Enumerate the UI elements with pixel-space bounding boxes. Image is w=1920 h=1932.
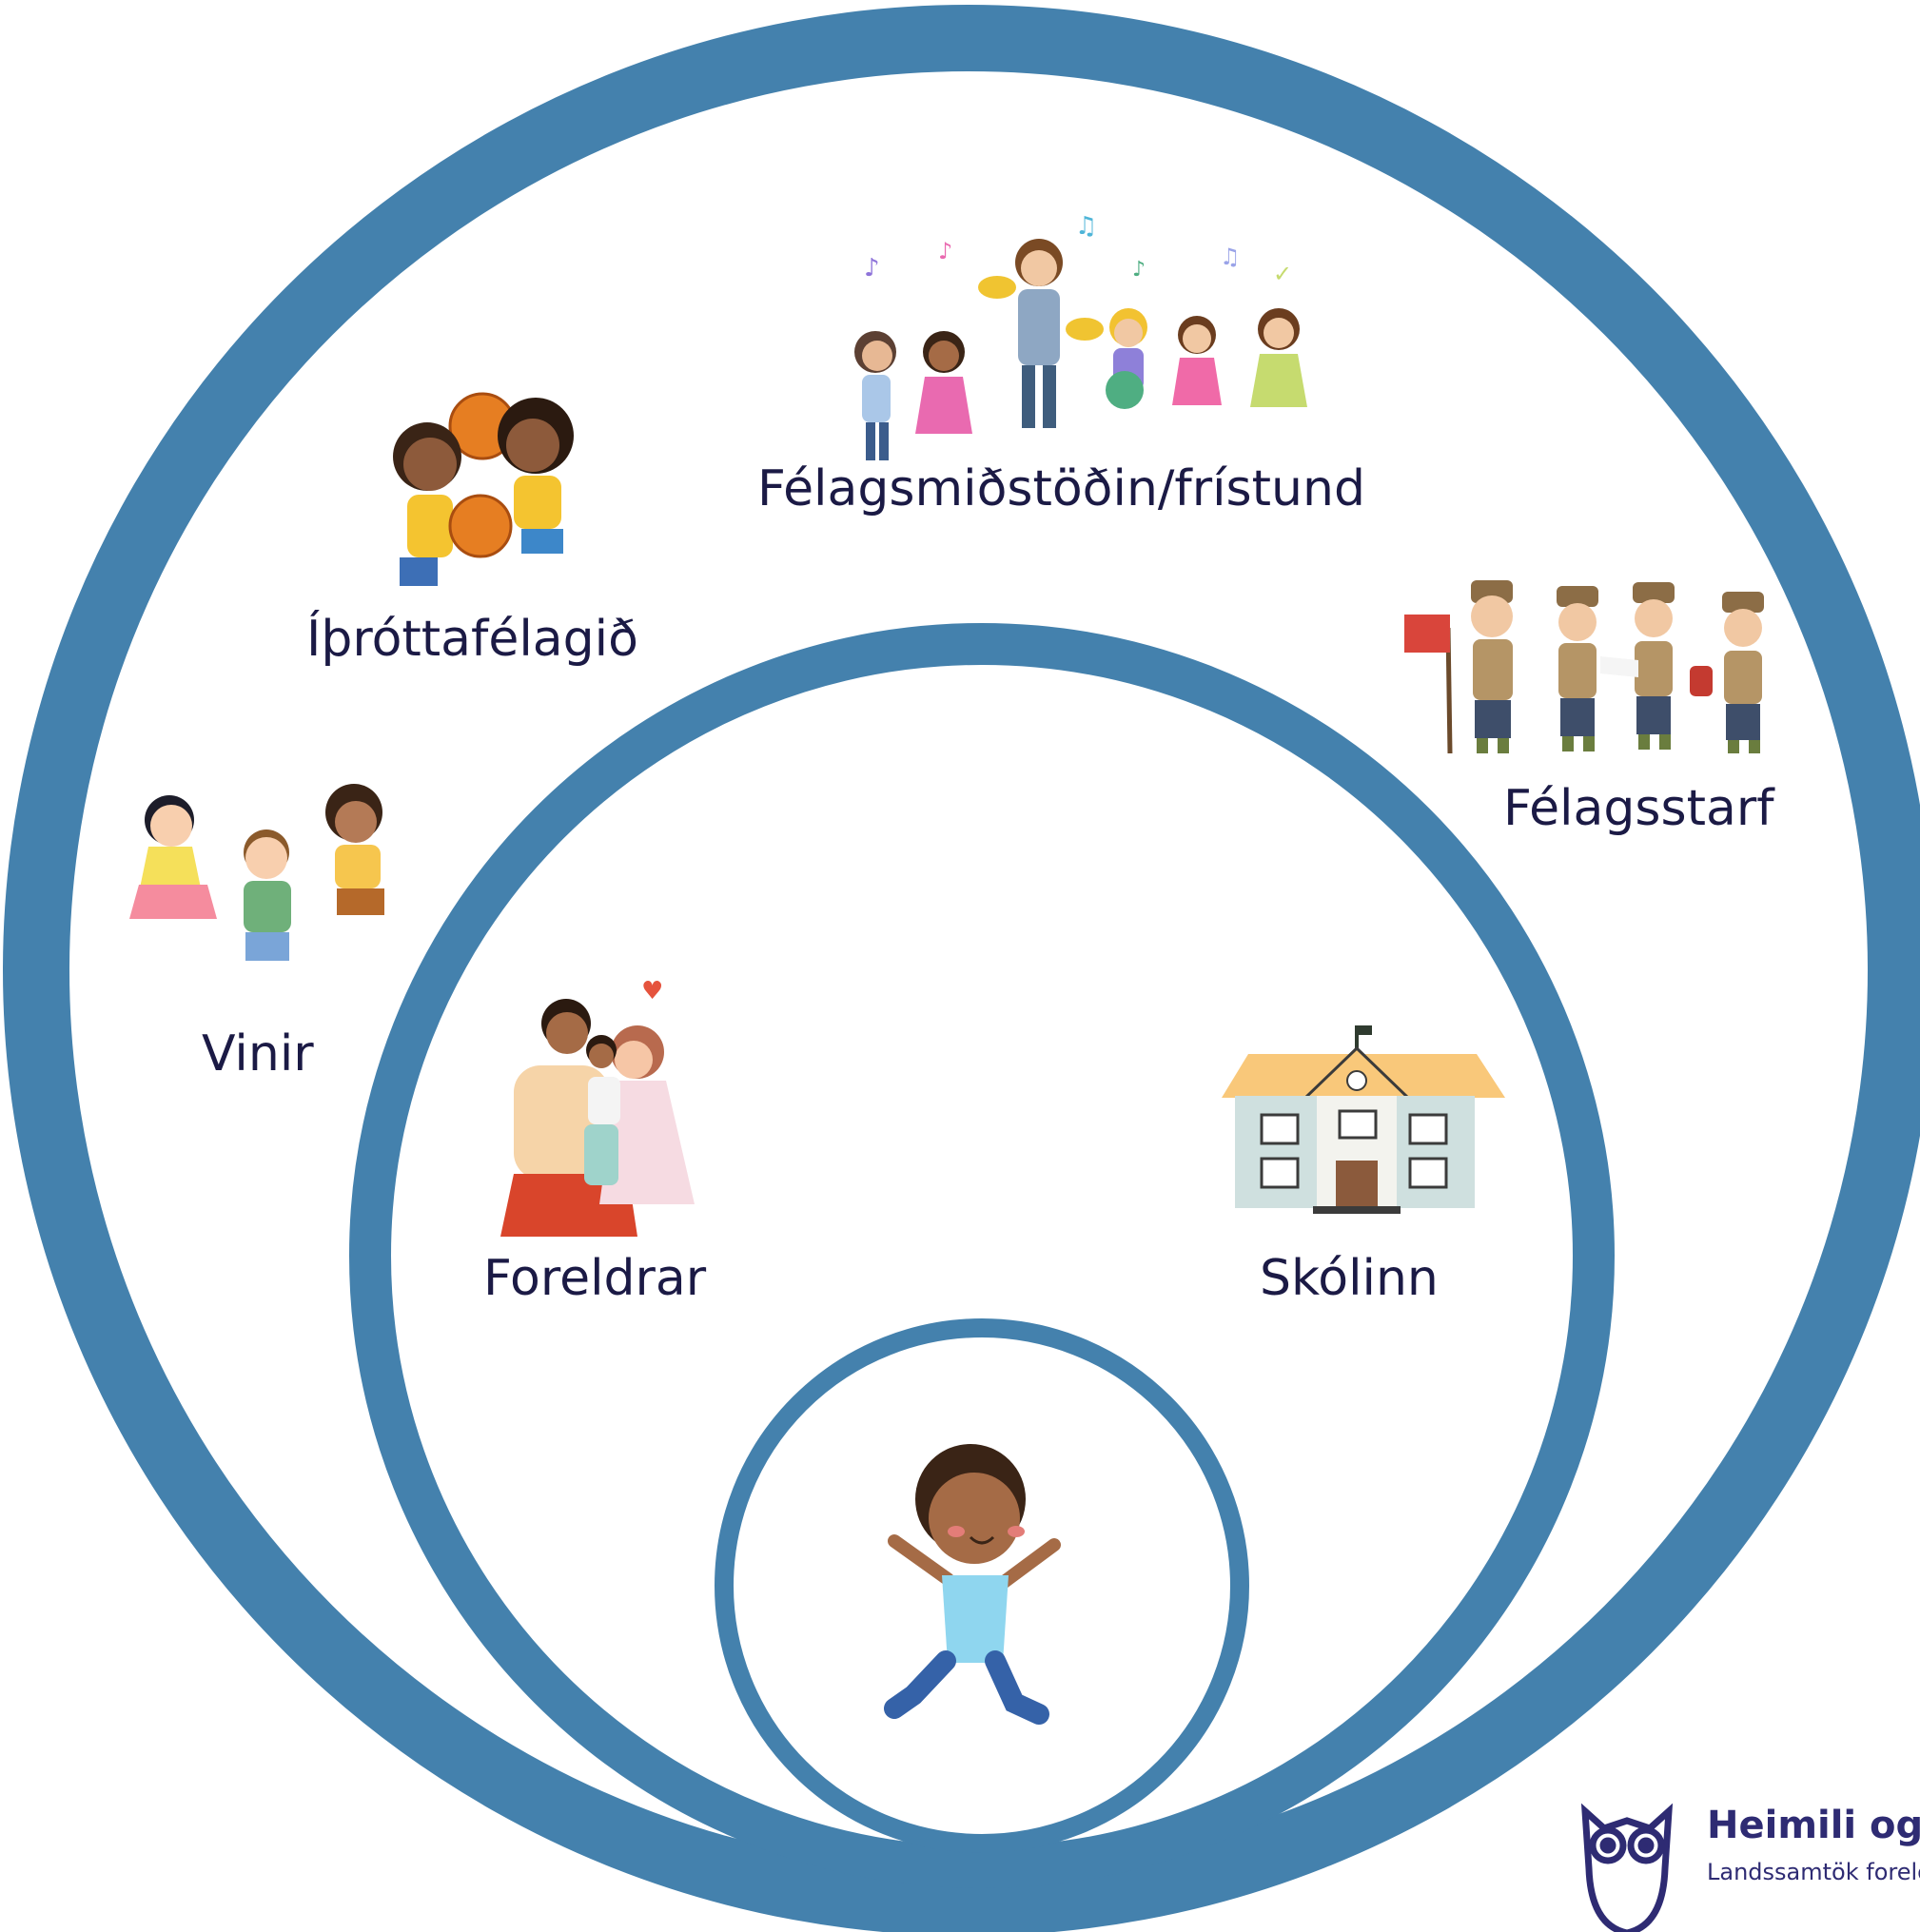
svg-text:♪: ♪ [1132,258,1146,282]
label-vinir: Vinir [202,1025,314,1083]
svg-text:♥: ♥ [641,977,663,1005]
svg-text:✓: ✓ [1273,261,1292,287]
label-ithrottafelagid: Íþróttafélagið [306,611,638,668]
inner-ring [715,1318,1249,1853]
middle-ring [349,623,1615,1888]
friends-jumping-icon [129,784,384,961]
basketball-kids-icon [393,392,574,586]
logo-subtitle: Landssamtök foreldra [1707,1859,1920,1885]
music-children-icon: ♪ ♫ ♫ ✓ ♪ ♪ [854,212,1307,460]
happy-child-icon [884,1444,1061,1725]
owl-logo-icon [1580,1803,1674,1932]
label-foreldrar: Foreldrar [483,1250,707,1307]
scouts-icon [1404,580,1764,754]
label-skolinn: Skólinn [1260,1250,1439,1307]
family-hug-icon: ♥ [500,977,695,1237]
logo-title: Heimili og skóli [1707,1804,1920,1847]
outer-ring [3,5,1920,1932]
svg-text:♫: ♫ [1220,244,1241,270]
school-building-icon [1222,1025,1505,1214]
label-felagsmidstodin: Félagsmiðstöðin/frístund [757,460,1365,517]
svg-text:♫: ♫ [1075,212,1097,241]
organization-logo: Heimili og skóli Landssamtök foreldra [1572,1798,1920,1932]
svg-text:♪: ♪ [938,238,952,264]
svg-text:♪: ♪ [864,254,880,283]
label-felagsstarf: Félagsstarf [1503,780,1774,837]
